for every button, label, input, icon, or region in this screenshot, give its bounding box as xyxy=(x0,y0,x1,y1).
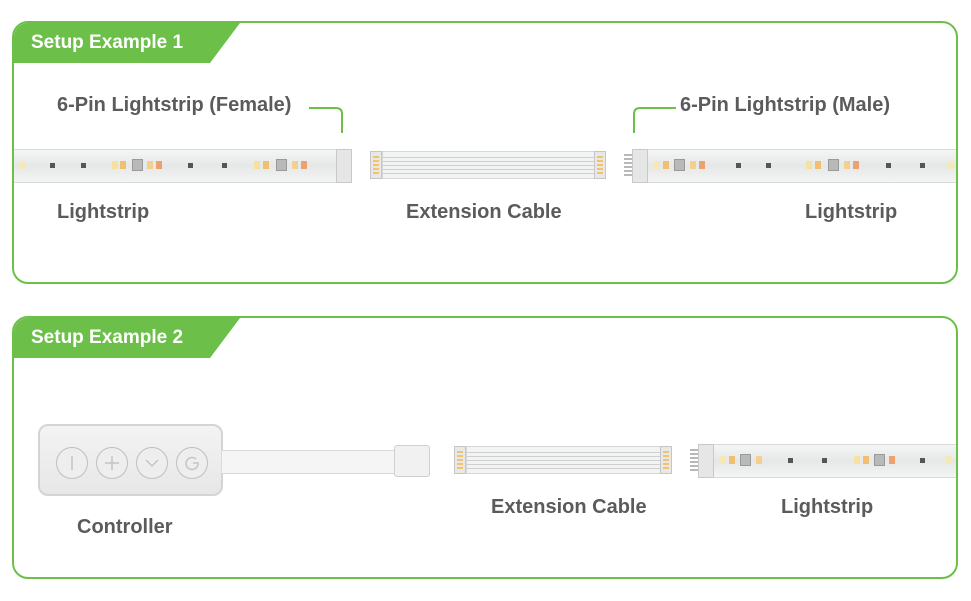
power-icon[interactable] xyxy=(56,447,88,479)
led-warm xyxy=(292,161,298,169)
led-warm xyxy=(844,161,850,169)
led-orange xyxy=(156,161,162,169)
setup-example-1-panel: Setup Example 1 6-Pin Lightstrip (Female… xyxy=(12,21,958,284)
led-chip xyxy=(132,159,143,171)
led-warm xyxy=(654,161,660,169)
led-chip xyxy=(674,159,685,171)
led-warm xyxy=(720,456,726,464)
female-leader-line xyxy=(309,107,343,133)
setup-example-2-tab: Setup Example 2 xyxy=(14,318,244,358)
led-chip xyxy=(740,454,751,466)
left-lightstrip-label: Lightstrip xyxy=(57,201,150,223)
led-chip xyxy=(276,159,287,171)
led-amber xyxy=(263,161,269,169)
led-orange xyxy=(301,161,307,169)
led-dot xyxy=(886,163,891,168)
led-warm xyxy=(147,161,153,169)
led-amber xyxy=(815,161,821,169)
controller xyxy=(38,424,223,496)
led-dot xyxy=(50,163,55,168)
male-lightstrip-label: 6-Pin Lightstrip (Male) xyxy=(680,94,890,116)
lightstrip-label-2: Lightstrip xyxy=(781,496,874,518)
extension-cable-2 xyxy=(466,446,662,474)
controller-plug xyxy=(394,445,430,477)
extension-cable-label-2: Extension Cable xyxy=(491,496,647,518)
cable-right-plug xyxy=(594,151,606,179)
led-warm xyxy=(854,456,860,464)
right-strip-male-connector xyxy=(632,149,648,183)
led-warm xyxy=(254,161,260,169)
led-dot xyxy=(222,163,227,168)
led-warm xyxy=(948,161,954,169)
led-warm xyxy=(690,161,696,169)
chevron-down-icon[interactable] xyxy=(136,447,168,479)
led-dot xyxy=(766,163,771,168)
controller-cable xyxy=(221,450,395,474)
extension-cable-label-1: Extension Cable xyxy=(406,201,562,223)
male-leader-line xyxy=(633,107,676,133)
led-warm xyxy=(112,161,118,169)
extension-cable-1 xyxy=(382,151,596,179)
led-orange xyxy=(889,456,895,464)
led-dot xyxy=(81,163,86,168)
led-amber xyxy=(120,161,126,169)
led-chip xyxy=(874,454,885,466)
setup-example-1-tab: Setup Example 1 xyxy=(14,23,244,63)
led-orange xyxy=(853,161,859,169)
led-dot xyxy=(822,458,827,463)
led-amber xyxy=(863,456,869,464)
led-dot xyxy=(920,163,925,168)
led-dot xyxy=(920,458,925,463)
cable-right-plug xyxy=(660,446,672,474)
plus-icon[interactable] xyxy=(96,447,128,479)
lightstrip-2 xyxy=(714,444,956,478)
tab-background xyxy=(14,23,240,63)
led-warm xyxy=(806,161,812,169)
cable-left-plug xyxy=(454,446,466,474)
setup-example-2-title: Setup Example 2 xyxy=(31,327,184,348)
led-orange xyxy=(699,161,705,169)
left-lightstrip xyxy=(14,149,336,183)
led-amber xyxy=(663,161,669,169)
male-pins xyxy=(624,154,633,178)
led-dot xyxy=(736,163,741,168)
led-chip xyxy=(828,159,839,171)
setup-example-2-panel: Setup Example 2 xyxy=(12,316,958,579)
led-amber xyxy=(729,456,735,464)
lightstrip-male-connector xyxy=(698,444,714,478)
led-warm xyxy=(756,456,762,464)
male-pins xyxy=(690,449,699,473)
left-strip-female-connector xyxy=(336,149,352,183)
mode-icon[interactable] xyxy=(176,447,208,479)
right-lightstrip xyxy=(648,149,956,183)
led-warm xyxy=(946,456,952,464)
led-dot xyxy=(788,458,793,463)
right-lightstrip-label: Lightstrip xyxy=(805,201,898,223)
led-dot xyxy=(188,163,193,168)
tab-background xyxy=(14,318,240,358)
cable-left-plug xyxy=(370,151,382,179)
led-warm xyxy=(20,161,26,169)
female-lightstrip-label: 6-Pin Lightstrip (Female) xyxy=(57,94,292,116)
setup-example-1-title: Setup Example 1 xyxy=(31,32,184,53)
controller-label: Controller xyxy=(77,516,173,538)
